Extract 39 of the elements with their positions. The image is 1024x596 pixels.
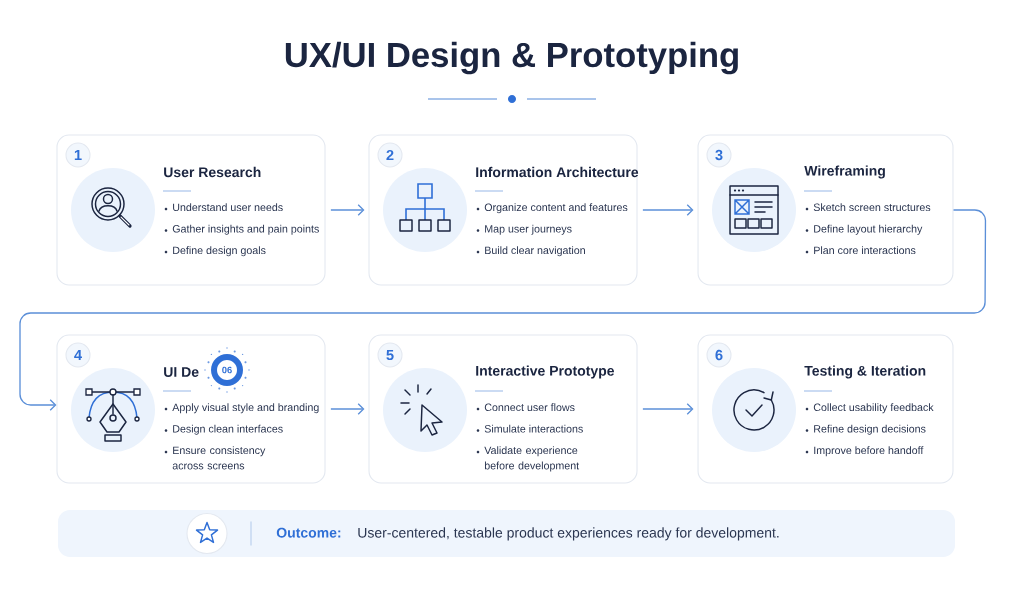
arrow [330, 204, 365, 216]
bullet-item: Apply visual style and branding [164, 403, 319, 414]
bullet-item: Improve before handoff [805, 446, 924, 457]
arrow [642, 204, 694, 216]
title: UX/UI Design & Prototyping [285, 41, 738, 75]
bullet-item: Validate experience before development [476, 446, 580, 472]
arrow [642, 403, 694, 415]
outcome-text: User-centered, testable product experiences ready for development. [358, 527, 779, 541]
step-number: 2 [377, 142, 403, 168]
bullet-item: Understand user needs [164, 203, 283, 212]
card-heading: UI De [164, 367, 199, 377]
bullet-item: Ensure consistency across screens [164, 446, 266, 470]
arrow [330, 403, 365, 415]
step-number: 6 [706, 342, 732, 368]
arrow [19, 209, 987, 411]
bullet-item: Build clear navigation [476, 246, 585, 257]
bullet-item: Sketch screen structures [805, 203, 931, 212]
step-number: 3 [706, 142, 732, 168]
card-heading: Information Architecture [476, 166, 639, 178]
card-heading: User Research [164, 166, 261, 178]
outcome-label: Outcome: [276, 527, 341, 538]
card-heading: Interactive Prototype [476, 365, 615, 379]
number-badge: 06 [204, 347, 250, 393]
card-heading: Wireframing [804, 165, 885, 179]
bullet-item: Connect user flows [476, 403, 575, 412]
bullet-item: Organize content and features [476, 203, 628, 214]
step-number: 1 [65, 142, 91, 168]
bullet-item: Refine design decisions [805, 424, 926, 435]
bullet-item: Collect usability feedback [805, 403, 934, 414]
bullet-item: Define layout hierarchy [805, 224, 923, 235]
bullet-item: Define design goals [164, 246, 266, 257]
bullet-item: Gather insights and pain points [164, 224, 319, 235]
bullet-item: Map user journeys [476, 224, 572, 235]
bullet-item: Simulate interactions [476, 424, 583, 433]
step-number: 5 [377, 342, 403, 368]
step-number: 4 [65, 342, 91, 368]
bullet-item: Design clean interfaces [164, 424, 283, 435]
bullet-item: Plan core interactions [805, 246, 916, 255]
card-heading: Testing & Iteration [804, 365, 926, 379]
